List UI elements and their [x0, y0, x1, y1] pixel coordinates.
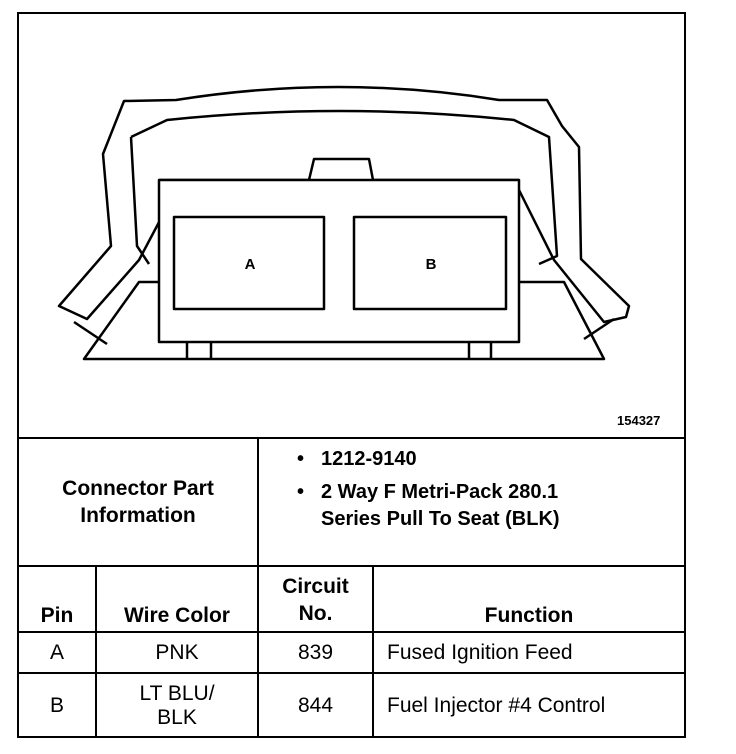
circuit-cell: 844 — [297, 694, 334, 717]
function-cell: Fuel Injector #4 Control — [387, 694, 606, 717]
divider — [19, 672, 684, 674]
connector-inner-arch — [130, 109, 559, 266]
connector-base — [82, 280, 606, 361]
divider — [19, 437, 684, 439]
connector-end-view-drawing: A B — [57, 85, 631, 361]
divider — [95, 565, 97, 738]
header-function: Function — [484, 603, 574, 627]
header-wire-color: Wire Color — [124, 603, 230, 627]
header-pin: Pin — [40, 603, 74, 627]
divider — [19, 631, 684, 633]
wire-color-cell: PNK — [155, 640, 199, 664]
pin-cell: A — [49, 640, 64, 664]
housing-foot-left — [185, 342, 213, 360]
circuit-cell: 839 — [297, 640, 334, 664]
cavity-a — [172, 215, 326, 311]
cavity-label-b: B — [426, 256, 437, 273]
list-item: • 2 Way F Metri-Pack 280.1 Series Pull T… — [297, 479, 677, 533]
part-number: 1212-9140 — [321, 448, 417, 470]
divider — [19, 565, 684, 567]
bullet-icon: • — [297, 481, 305, 503]
divider — [372, 565, 374, 738]
connector-info-list: • 1212-9140 • 2 Way F Metri-Pack 280.1 S… — [297, 446, 677, 533]
release-tab — [159, 157, 519, 182]
header-circuit: Circuit No. — [282, 575, 349, 625]
housing-foot-right — [467, 342, 493, 360]
list-item: • 1212-9140 — [297, 446, 677, 473]
connector-end-view-panel: A B 154327 Connector Part Information • … — [17, 12, 686, 738]
divider — [257, 437, 259, 738]
bullet-icon: • — [297, 448, 305, 470]
function-cell: Fused Ignition Feed — [387, 640, 573, 664]
figure-id: 154327 — [617, 413, 661, 428]
connector-info-label: Connector Part Information — [62, 477, 214, 527]
connector-description: 2 Way F Metri-Pack 280.1 Series Pull To … — [321, 481, 560, 530]
pin-cell: B — [49, 694, 64, 717]
wire-color-cell: LT BLU/ BLK — [139, 682, 215, 729]
cavity-label-a: A — [245, 256, 256, 273]
cavity-b — [352, 215, 508, 311]
